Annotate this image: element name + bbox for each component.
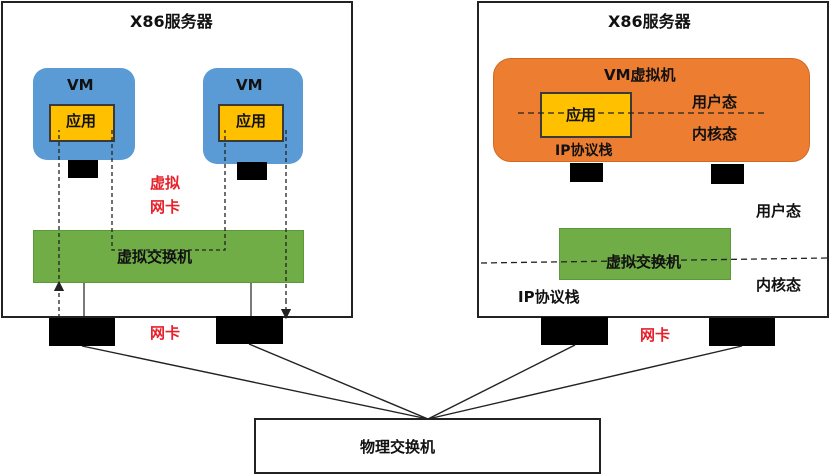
- right-vm-vnic-2: [711, 164, 744, 184]
- left-vm-2-vnic: [237, 162, 267, 180]
- virtual-nic-label-line1: 虚拟: [150, 174, 181, 192]
- left-vm-2-title: VM: [236, 76, 263, 94]
- right-nic-label: 网卡: [640, 326, 671, 344]
- link-left-nic-1: [81, 345, 429, 420]
- left-nic-2: [216, 316, 283, 344]
- physical-switch-label: 物理交换机: [360, 438, 436, 456]
- right-vm-ip-stack: IP协议栈: [555, 143, 613, 159]
- left-virtual-switch: [33, 230, 304, 283]
- right-nic-2: [709, 318, 775, 346]
- link-right-nic-1: [427, 344, 576, 420]
- left-vm-2-app: [218, 104, 284, 142]
- left-vm-2-app-label: 应用: [236, 112, 267, 130]
- physical-switch: [254, 418, 601, 474]
- left-vm-1-vnic: [68, 160, 98, 178]
- right-kernel-mode: 内核态: [756, 276, 802, 294]
- right-server-title: X86服务器: [608, 12, 691, 31]
- right-vm-app: [540, 92, 632, 138]
- left-packet-path-cross: [111, 130, 226, 251]
- right-virtual-switch-label: 虚拟交换机: [606, 253, 682, 271]
- right-vm-title: VM虚拟机: [604, 66, 676, 84]
- left-vm-1-title: VM: [67, 76, 94, 94]
- left-server-title: X86服务器: [130, 12, 213, 31]
- right-virtual-switch: [559, 228, 731, 280]
- right-vm-vnic-1: [570, 163, 603, 182]
- right-vm-kernel-mode: 内核态: [692, 125, 738, 143]
- virtual-nic-label-line2: 网卡: [150, 198, 181, 216]
- left-nic-label: 网卡: [150, 324, 181, 342]
- link-right-nic-2: [427, 345, 743, 420]
- right-vm-app-label: 应用: [566, 106, 597, 124]
- right-user-mode: 用户态: [756, 202, 802, 220]
- right-server-mode-divider: [480, 257, 829, 264]
- left-vm-1-app-label: 应用: [66, 112, 97, 130]
- right-nic-1: [541, 317, 608, 345]
- left-nic-1: [49, 318, 115, 346]
- link-left-nic-2: [248, 343, 429, 420]
- right-vm-user-mode: 用户态: [692, 93, 738, 111]
- left-virtual-switch-label: 虚拟交换机: [117, 248, 193, 266]
- right-ip-stack: IP协议栈: [518, 288, 580, 306]
- left-vm-1-app: [49, 104, 115, 142]
